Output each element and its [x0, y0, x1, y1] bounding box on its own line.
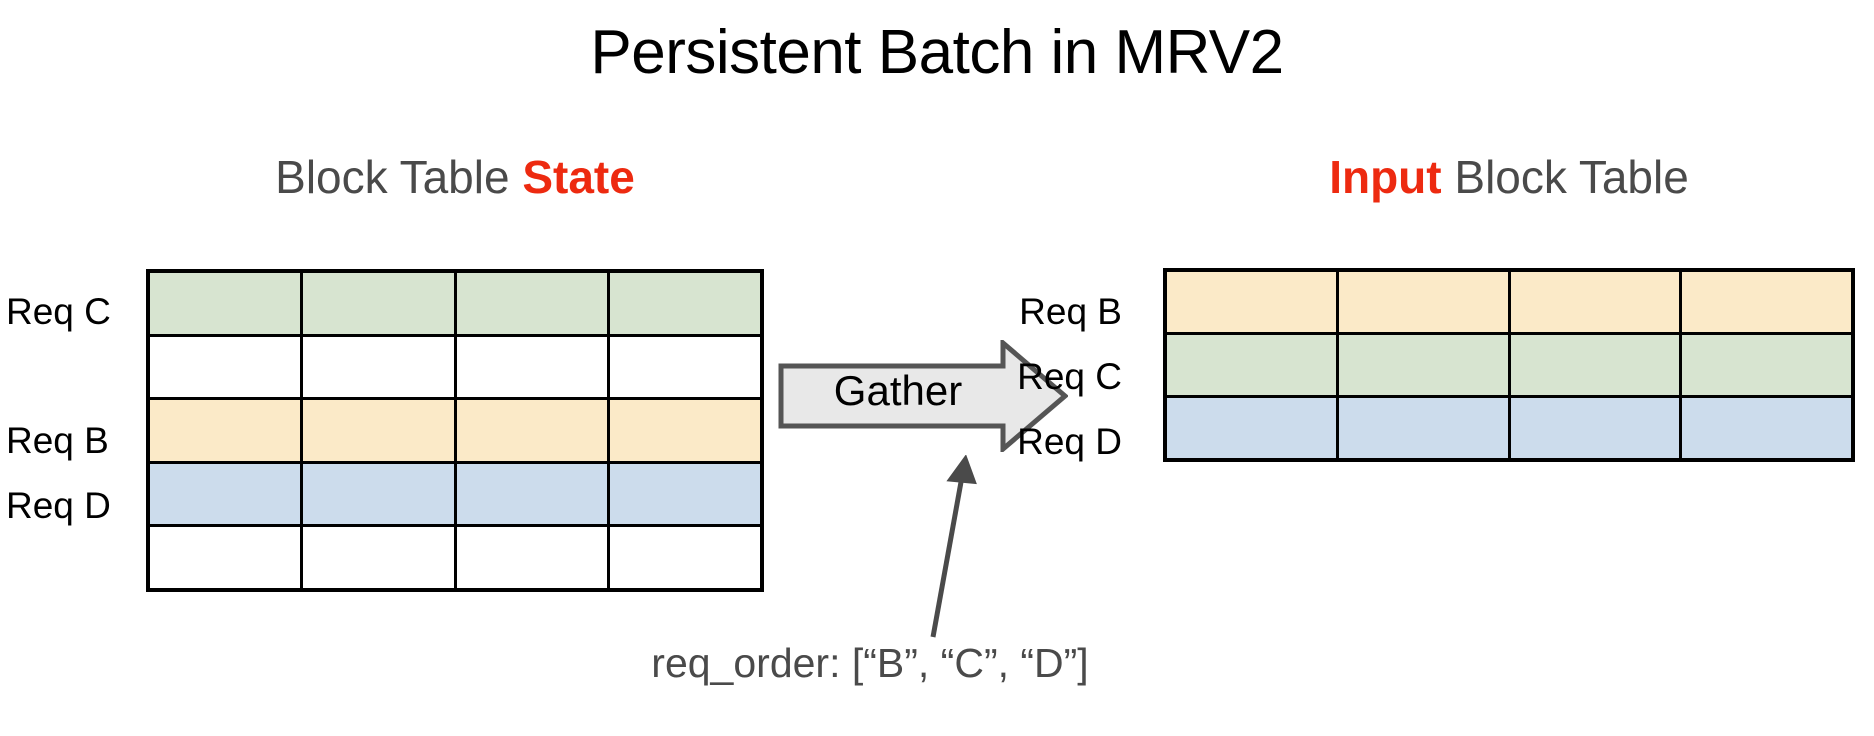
table-cell — [150, 463, 301, 525]
table-cell — [150, 400, 301, 461]
table-cell — [456, 336, 607, 398]
table-cell — [1338, 272, 1508, 332]
page-title: Persistent Batch in MRV2 — [590, 18, 1284, 87]
right-heading-accent: Input — [1329, 151, 1442, 203]
table-cell — [456, 273, 607, 334]
table-cell — [150, 336, 301, 398]
right-panel-heading: Input Block Table — [1163, 150, 1855, 204]
table-cell — [303, 336, 454, 398]
table-cell — [150, 273, 301, 334]
req-order-connector-arrow-icon — [905, 455, 1025, 640]
right-heading-suffix: Block Table — [1441, 151, 1689, 203]
table-cell — [1682, 335, 1851, 395]
table-cell — [1338, 335, 1508, 395]
table-cell — [1338, 398, 1508, 458]
table-cell — [303, 273, 454, 334]
right-row-label-req-b: Req B — [1019, 291, 1122, 332]
table-cell — [609, 336, 760, 398]
right-row-label-req-d: Req D — [1017, 421, 1122, 462]
table-cell — [1510, 398, 1680, 458]
gather-label: Gather — [833, 367, 963, 414]
table-cell — [303, 463, 454, 525]
left-row-label-req-b: Req B — [6, 420, 109, 461]
table-cell — [609, 273, 760, 334]
right-row-label-req-c: Req C — [1017, 356, 1122, 397]
left-panel-heading: Block Table State — [146, 150, 764, 204]
table-cell — [303, 400, 454, 461]
gather-block-arrow-icon — [778, 340, 1068, 452]
left-row-label-req-d: Req D — [6, 485, 111, 526]
block-table-state-grid — [146, 269, 764, 592]
input-block-table-grid — [1163, 268, 1855, 462]
table-cell — [609, 463, 760, 525]
table-cell — [456, 400, 607, 461]
table-cell — [609, 400, 760, 461]
table-cell — [1682, 272, 1851, 332]
req-order-caption: req_order: [“B”, “C”, “D”] — [651, 640, 1089, 686]
table-cell — [1510, 272, 1680, 332]
table-cell — [303, 527, 454, 588]
table-cell — [456, 463, 607, 525]
table-cell — [1510, 335, 1680, 395]
table-cell — [1167, 272, 1336, 332]
left-heading-prefix: Block Table — [275, 151, 523, 203]
table-cell — [1167, 335, 1336, 395]
left-heading-accent: State — [522, 151, 635, 203]
table-cell — [150, 527, 301, 588]
table-cell — [1167, 398, 1336, 458]
left-row-label-req-c: Req C — [6, 291, 111, 332]
table-cell — [609, 527, 760, 588]
table-cell — [1682, 398, 1851, 458]
table-cell — [456, 527, 607, 588]
